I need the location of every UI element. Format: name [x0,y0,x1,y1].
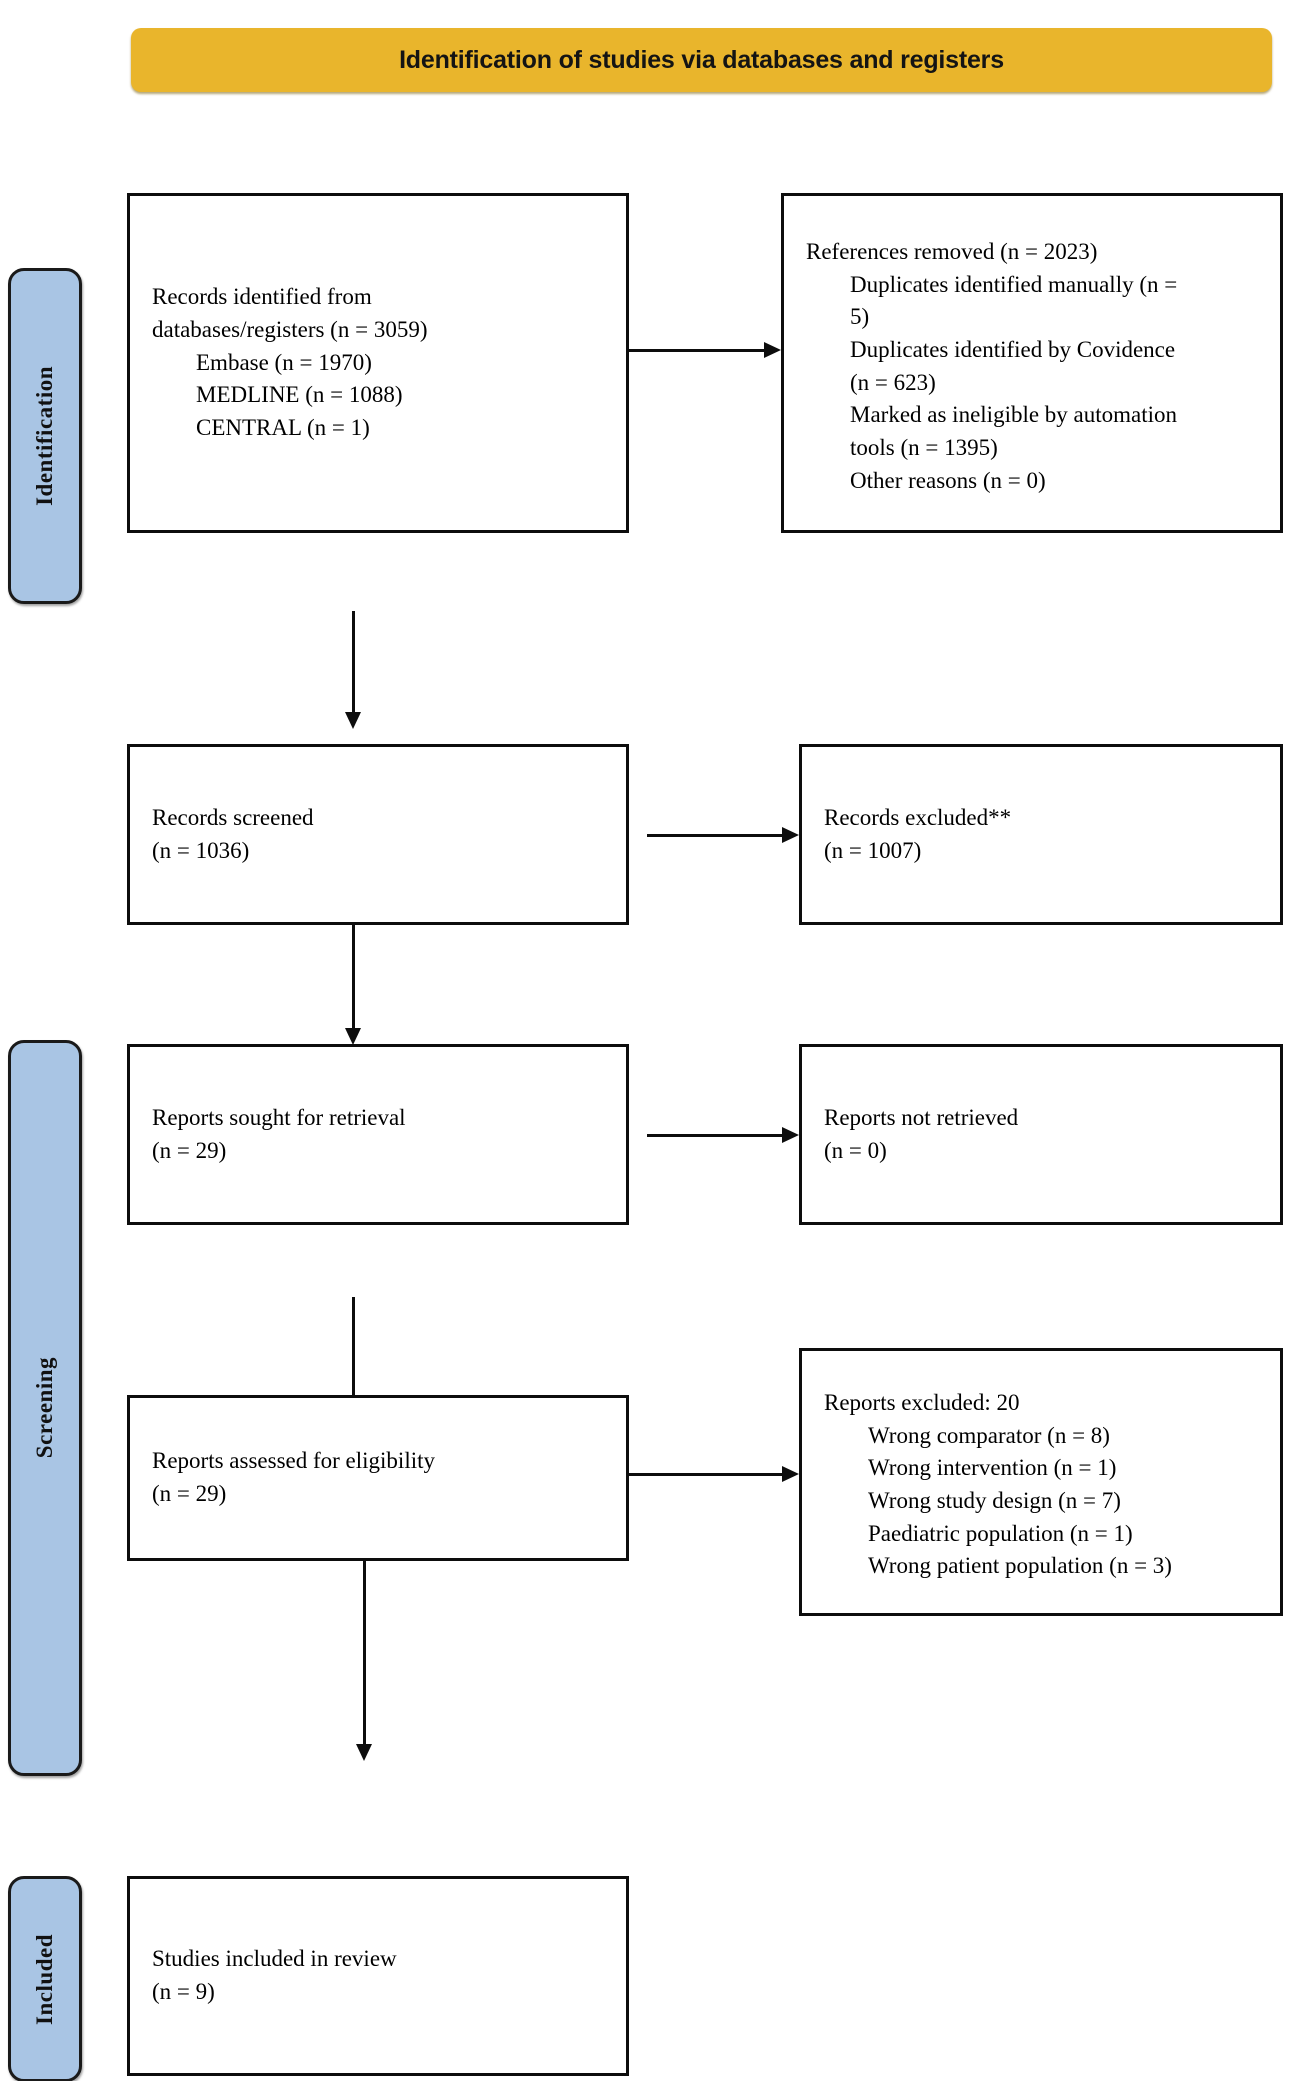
box-reports-assessed-line-1: Reports assessed for eligibility [152,1448,435,1474]
box-studies-included-line-2: (n = 9) [152,1979,215,2004]
box-records-identified-line-1: Records identified from [152,284,372,310]
box-reports-excluded-line-4: Wrong study design (n = 7) [868,1487,1121,1513]
box-reports-assessed: Reports assessed for eligibility (n = 29… [127,1395,629,1561]
box-reports-excluded-line-5: Paediatric population (n = 1) [868,1520,1133,1546]
box-records-identified: Records identified from databases/regist… [127,193,629,533]
box-records-identified-line-2: databases/registers (n = 3059) [152,317,428,343]
box-references-removed: References removed (n = 2023) Duplicates… [781,193,1283,533]
box-records-identified-line-4: MEDLINE (n = 1088) [196,382,403,408]
box-reports-not-retrieved-line-1: Reports not retrieved [824,1104,1019,1130]
box-references-removed-line-8: Other reasons (n = 0) [850,467,1046,493]
box-references-removed-line-4: Duplicates identified by Covidence [850,336,1176,362]
box-records-screened-line-2: (n = 1036) [152,837,250,863]
box-reports-excluded-line-1: Reports excluded: 20 [824,1390,1020,1415]
box-reports-excluded: Reports excluded: 20 Wrong comparator (n… [799,1348,1283,1616]
box-references-removed-line-3: 5) [850,304,870,330]
box-references-removed-line-6: Marked as ineligible by automation [850,402,1178,428]
box-references-removed-line-7: tools (n = 1395) [850,434,998,460]
stage-label-included-text: Included [32,1933,57,2025]
box-references-removed-line-2: Duplicates identified manually (n = [850,271,1178,297]
box-reports-sought-line-1: Reports sought for retrieval [152,1104,406,1130]
box-records-excluded-line-1: Records excluded** [824,804,1012,830]
stage-label-identification: Identification [8,268,82,604]
diagram-header-banner: Identification of studies via databases … [131,28,1272,92]
stage-label-included: Included [8,1876,82,2081]
box-records-identified-line-3: Embase (n = 1970) [196,349,372,375]
box-records-screened-line-1: Records screened [152,804,314,830]
box-references-removed-line-1: References removed (n = 2023) [806,239,1098,264]
box-reports-sought: Reports sought for retrieval (n = 29) [127,1044,629,1225]
box-reports-excluded-line-2: Wrong comparator (n = 8) [868,1422,1110,1448]
box-reports-not-retrieved-line-2: (n = 0) [824,1137,887,1163]
box-records-excluded: Records excluded** (n = 1007) [799,744,1283,925]
box-reports-not-retrieved: Reports not retrieved (n = 0) [799,1044,1283,1225]
box-records-identified-line-5: CENTRAL (n = 1) [196,414,370,440]
box-reports-assessed-line-2: (n = 29) [152,1481,227,1506]
page-title: Identification of studies via databases … [399,45,1004,74]
stage-label-identification-text: Identification [32,366,57,506]
box-reports-excluded-line-6: Wrong patient population (n = 3) [868,1553,1172,1579]
stage-label-screening-text: Screening [32,1357,57,1459]
box-references-removed-line-5: (n = 623) [850,369,936,395]
stage-label-screening: Screening [8,1040,82,1776]
box-reports-excluded-line-3: Wrong intervention (n = 1) [868,1455,1117,1481]
box-studies-included-line-1: Studies included in review [152,1946,397,1972]
box-studies-included: Studies included in review (n = 9) [127,1876,629,2076]
box-records-screened: Records screened (n = 1036) [127,744,629,925]
box-records-excluded-line-2: (n = 1007) [824,837,922,863]
box-reports-sought-line-2: (n = 29) [152,1137,227,1163]
